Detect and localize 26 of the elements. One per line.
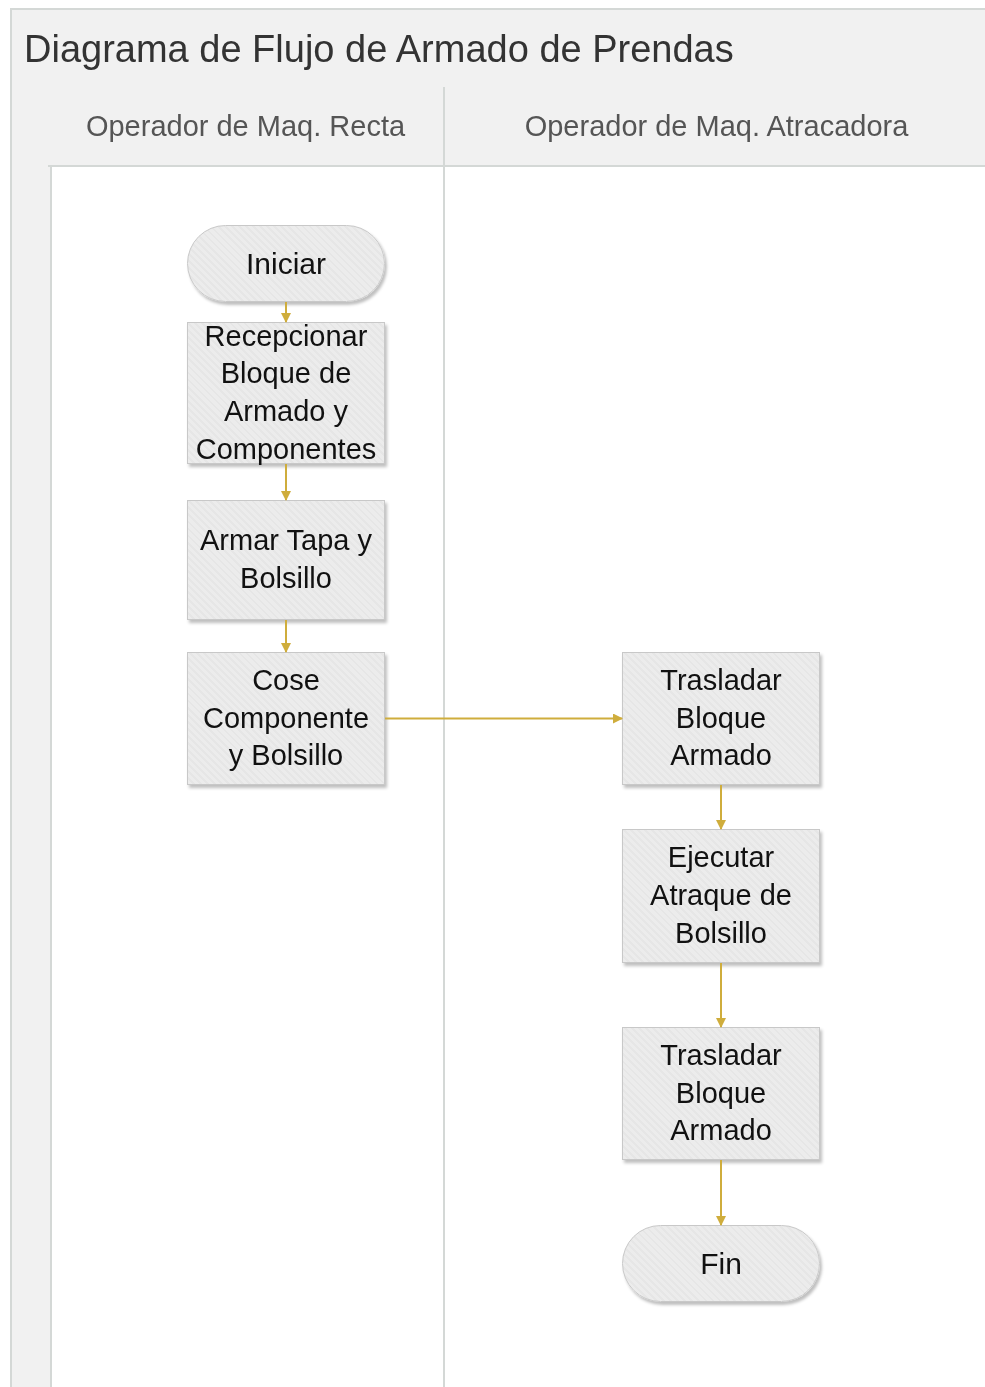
- process-box: [187, 500, 385, 620]
- node-label: Trasladar Bloque Armado: [659, 1037, 783, 1149]
- node-label: Armar Tapa y Bolsillo: [199, 523, 373, 596]
- node-label: Trasladar Bloque Armado: [659, 662, 783, 774]
- arrow: [716, 784, 726, 830]
- process-box: [187, 652, 385, 785]
- swimlane: [48, 87, 445, 1387]
- process-box: [622, 652, 820, 785]
- node-label: Fin: [700, 1246, 742, 1282]
- arrow: [281, 463, 291, 501]
- process-box: [622, 1027, 820, 1160]
- lane-header: Operador de Maq. Atracadora: [445, 87, 985, 167]
- terminal-shape: [187, 225, 385, 302]
- process-box: [622, 829, 820, 963]
- arrow: [716, 962, 726, 1028]
- arrow: [281, 619, 291, 653]
- node-label: Recepcionar Bloque de Armado y Componentes: [194, 318, 378, 467]
- node-label: Cose Componente y Bolsillo: [201, 662, 371, 774]
- node-label: Ejecutar Atraque de Bolsillo: [649, 840, 793, 951]
- diagram-title: Diagrama de Flujo de Armado de Prendas: [24, 27, 734, 71]
- terminal-shape: [622, 1225, 820, 1302]
- lane-header: Operador de Maq. Recta: [48, 87, 443, 167]
- arrow: [281, 301, 291, 323]
- arrow: [716, 1159, 726, 1226]
- node-label: Iniciar: [246, 246, 326, 282]
- arrow: [384, 713, 623, 724]
